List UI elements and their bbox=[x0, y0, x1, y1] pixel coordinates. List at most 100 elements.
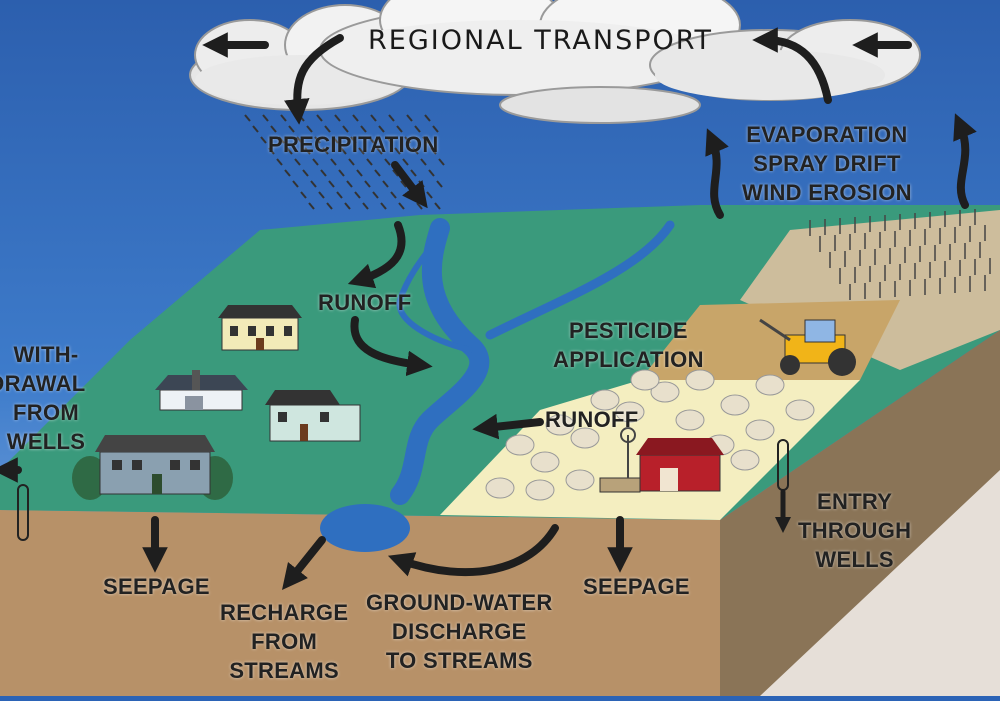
raindrop bbox=[342, 125, 349, 133]
tree bbox=[615, 401, 645, 423]
raindrop bbox=[284, 169, 291, 177]
raindrop bbox=[368, 136, 375, 144]
recharge-line-2: FROM bbox=[251, 629, 318, 654]
raindrop bbox=[434, 202, 441, 210]
raindrop bbox=[316, 114, 323, 122]
raindrop bbox=[348, 158, 355, 166]
raindrop bbox=[350, 136, 357, 144]
raindrop bbox=[338, 169, 345, 177]
tree bbox=[570, 427, 600, 449]
arrow-evap-right bbox=[953, 113, 977, 209]
raindrop bbox=[372, 191, 379, 199]
tree bbox=[485, 477, 515, 499]
raindrop bbox=[340, 147, 347, 155]
entry-label: ENTRY THROUGH WELLS bbox=[798, 487, 911, 574]
raindrop bbox=[306, 125, 313, 133]
wheat-stalks bbox=[809, 209, 991, 300]
raindrop bbox=[386, 136, 393, 144]
arrows bbox=[0, 27, 977, 590]
arrow-runoff-river bbox=[350, 316, 433, 377]
raindrop bbox=[376, 147, 383, 155]
runoff-field-label: RUNOFF bbox=[545, 407, 639, 432]
tree bbox=[650, 381, 680, 403]
house-2 bbox=[155, 370, 248, 411]
raindrop bbox=[300, 191, 307, 199]
raindrop bbox=[352, 114, 359, 122]
raindrop bbox=[334, 114, 341, 122]
pesticide-line-2: APPLICATION bbox=[553, 347, 704, 372]
tree bbox=[530, 451, 560, 473]
entry-line-2: THROUGH bbox=[798, 518, 912, 543]
evaporation-line-2: SPRAY DRIFT bbox=[753, 151, 901, 176]
entry-line-1: ENTRY bbox=[817, 489, 893, 514]
tree bbox=[755, 374, 785, 396]
tractor bbox=[759, 318, 856, 376]
tree bbox=[590, 389, 620, 411]
raindrop bbox=[438, 158, 445, 166]
raindrop bbox=[356, 169, 363, 177]
raindrop bbox=[294, 158, 301, 166]
raindrop bbox=[364, 180, 371, 188]
tree bbox=[545, 414, 575, 436]
tree bbox=[525, 479, 555, 501]
raindrop bbox=[262, 114, 269, 122]
raindrop bbox=[394, 147, 401, 155]
raindrop bbox=[330, 158, 337, 166]
cliff-face bbox=[760, 470, 1000, 696]
raindrop bbox=[412, 147, 419, 155]
arrow-evap-left bbox=[705, 128, 729, 219]
raindrop bbox=[426, 191, 433, 199]
raindrop bbox=[292, 180, 299, 188]
arrow-field-runoff bbox=[472, 413, 544, 440]
tree bbox=[685, 369, 715, 391]
raindrop bbox=[278, 136, 285, 144]
well-left bbox=[17, 484, 29, 541]
runoff-top-label: RUNOFF bbox=[318, 290, 412, 315]
arrow-discharge bbox=[387, 524, 559, 577]
arrow-precip-slant bbox=[391, 161, 428, 209]
tree bbox=[745, 419, 775, 441]
raindrop bbox=[378, 125, 385, 133]
raindrop bbox=[374, 169, 381, 177]
house-3 bbox=[265, 390, 361, 442]
raindrop bbox=[430, 147, 437, 155]
seepage-right-label: SEEPAGE bbox=[583, 574, 690, 599]
seepage-left-label: SEEPAGE bbox=[103, 574, 210, 599]
raindrop bbox=[296, 136, 303, 144]
raindrop bbox=[276, 158, 283, 166]
raindrop bbox=[436, 180, 443, 188]
raindrop bbox=[390, 191, 397, 199]
raindrop bbox=[404, 136, 411, 144]
raindrop bbox=[396, 125, 403, 133]
raindrop bbox=[322, 147, 329, 155]
recharge-line-1: RECHARGE bbox=[220, 600, 349, 625]
raindrop bbox=[420, 158, 427, 166]
pesticide-label: PESTICIDE APPLICATION bbox=[553, 316, 704, 374]
cloud-center bbox=[319, 0, 741, 96]
soil-front bbox=[0, 510, 720, 696]
raindrop bbox=[406, 114, 413, 122]
house-4 bbox=[72, 435, 233, 500]
evaporation-label: EVAPORATION SPRAY DRIFT WIND EROSION bbox=[742, 120, 912, 207]
tree bbox=[505, 434, 535, 456]
evaporation-line-3: WIND EROSION bbox=[742, 180, 912, 205]
raindrop bbox=[360, 125, 367, 133]
raindrop bbox=[260, 136, 267, 144]
raindrop bbox=[370, 114, 377, 122]
raindrop bbox=[314, 136, 321, 144]
raindrop bbox=[308, 202, 315, 210]
raindrop bbox=[326, 202, 333, 210]
raindrop bbox=[402, 158, 409, 166]
withdrawal-line-4: WELLS bbox=[6, 429, 86, 454]
rain bbox=[244, 114, 445, 210]
raindrop bbox=[432, 125, 439, 133]
raindrop bbox=[384, 158, 391, 166]
raindrop bbox=[414, 125, 421, 133]
raindrop bbox=[268, 147, 275, 155]
raindrop bbox=[358, 147, 365, 155]
raindrop bbox=[336, 191, 343, 199]
raindrop bbox=[424, 114, 431, 122]
barn bbox=[599, 427, 724, 493]
discharge-line-3: TO STREAMS bbox=[385, 648, 533, 673]
